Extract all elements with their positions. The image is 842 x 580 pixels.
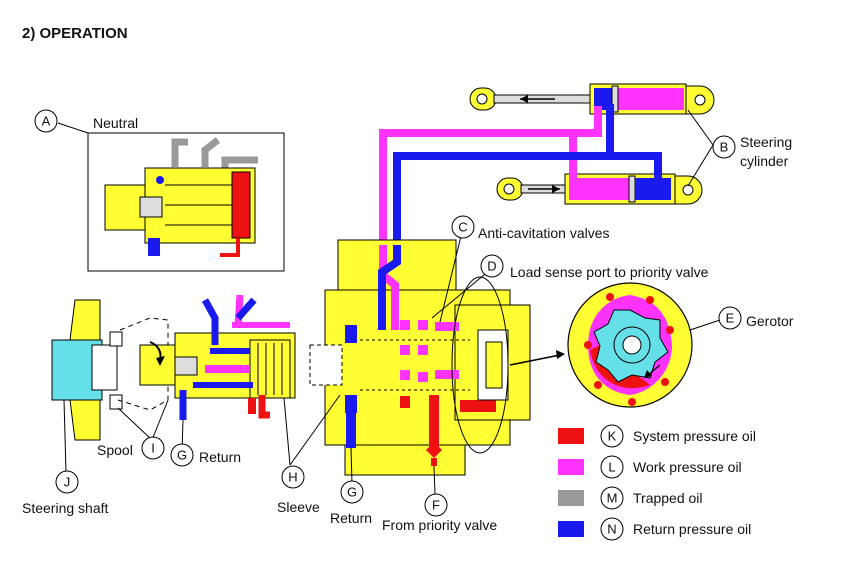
page-title: 2) OPERATION xyxy=(22,25,128,42)
label-sleeve: Sleeve xyxy=(277,499,320,515)
legend-letter: L xyxy=(608,460,615,475)
svg-text:E: E xyxy=(726,311,735,326)
neutral-return-port xyxy=(148,238,160,256)
gerotor-detail xyxy=(509,282,693,408)
work-pressure-line-top xyxy=(379,106,602,245)
legend-letter: N xyxy=(607,522,616,537)
neutral-inset xyxy=(87,132,285,272)
steering-cylinder-bottom xyxy=(496,173,703,205)
label-from-priority-valve: From priority valve xyxy=(382,517,497,533)
legend-label: System pressure oil xyxy=(633,428,756,444)
label-cylinder: cylinder xyxy=(740,153,789,169)
neutral-trapped-line-left xyxy=(171,138,188,167)
svg-text:D: D xyxy=(487,259,496,274)
legend-swatch xyxy=(558,521,584,537)
callout-H: H Sleeve xyxy=(277,465,320,515)
legend-item-l: L Work pressure oil xyxy=(558,455,742,479)
callout-B: B Steering cylinder xyxy=(712,134,792,169)
callout-G-left: G Return xyxy=(170,443,241,467)
legend-letter-circle xyxy=(600,486,624,510)
label-load-sense-port: Load sense port to priority valve xyxy=(510,264,709,280)
legend-letter-circle xyxy=(600,424,624,448)
svg-text:C: C xyxy=(458,220,467,235)
svg-text:G: G xyxy=(347,485,357,500)
label-gerotor: Gerotor xyxy=(746,313,794,329)
legend-letter: K xyxy=(608,429,617,444)
callout-E: E Gerotor xyxy=(718,306,794,330)
label-neutral: Neutral xyxy=(93,115,138,131)
svg-text:I: I xyxy=(151,441,155,456)
svg-text:A: A xyxy=(42,114,51,129)
legend-letter-circle xyxy=(600,517,624,541)
legend-item-k: K System pressure oil xyxy=(558,424,756,448)
label-steering: Steering xyxy=(740,134,792,150)
neutral-trapped-line-mid xyxy=(201,137,221,167)
legend-label: Work pressure oil xyxy=(633,459,742,475)
legend-swatch xyxy=(558,428,584,444)
neutral-trapped-line-right xyxy=(221,156,258,170)
label-anti-cavitation-valves: Anti-cavitation valves xyxy=(478,225,610,241)
legend-swatch xyxy=(558,490,584,506)
legend-letter-circle xyxy=(600,455,624,479)
callout-C: C Anti-cavitation valves xyxy=(451,215,610,241)
neutral-pin xyxy=(139,196,163,218)
label-steering-shaft: Steering shaft xyxy=(22,500,108,516)
svg-text:J: J xyxy=(64,475,71,490)
callout-F: F From priority valve xyxy=(382,493,497,533)
label-return-left: Return xyxy=(199,449,241,465)
legend-label: Return pressure oil xyxy=(633,521,751,537)
return-line-bottom xyxy=(393,152,662,245)
label-return-right: Return xyxy=(330,510,372,526)
svg-text:G: G xyxy=(177,448,187,463)
gerotor-section-outline xyxy=(451,276,509,454)
neutral-system-pressure xyxy=(231,171,251,239)
legend-label: Trapped oil xyxy=(633,490,703,506)
legend-item-n: N Return pressure oil xyxy=(558,517,751,541)
svg-text:B: B xyxy=(720,140,729,155)
svg-text:F: F xyxy=(432,498,440,513)
legend-item-m: M Trapped oil xyxy=(558,486,703,510)
callout-A: A Neutral xyxy=(34,109,138,133)
main-valve-housing xyxy=(309,239,531,476)
callout-I: I Spool xyxy=(97,436,165,460)
callout-J: J Steering shaft xyxy=(22,470,108,516)
legend-letter: M xyxy=(607,491,618,506)
steering-shaft-assembly xyxy=(51,294,296,441)
legend-swatch xyxy=(558,459,584,475)
steering-cylinder-top xyxy=(469,83,715,115)
label-spool: Spool xyxy=(97,442,133,458)
callout-D: D Load sense port to priority valve xyxy=(480,254,709,280)
svg-text:H: H xyxy=(288,470,297,485)
callout-G-right: G Return xyxy=(330,480,372,526)
